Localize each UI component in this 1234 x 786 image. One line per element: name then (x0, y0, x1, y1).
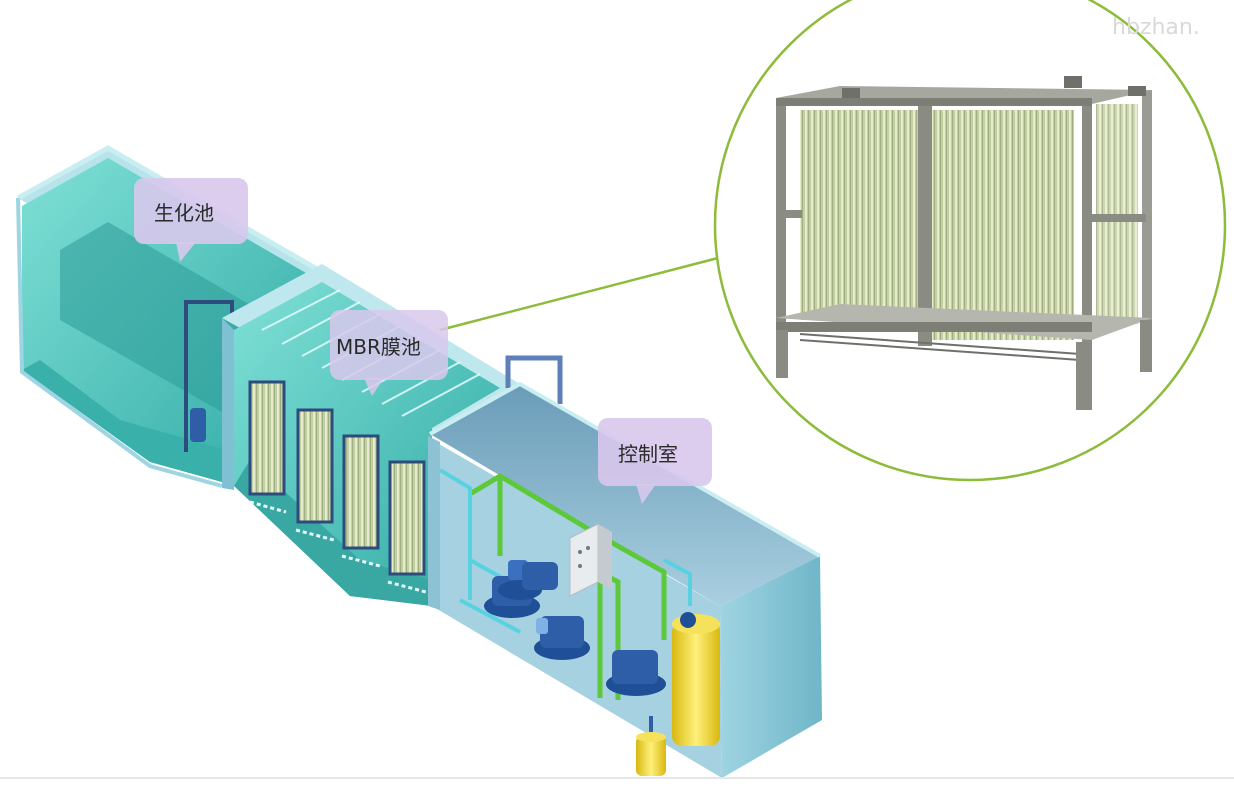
membrane-module-3 (341, 434, 381, 568)
pump-4 (606, 650, 666, 696)
membrane-rack-image (776, 76, 1152, 410)
control-room-rim (429, 381, 821, 558)
pump-3 (534, 616, 590, 660)
label-mbr-tank: MBR膜池 (336, 335, 421, 359)
pump-2 (498, 562, 558, 600)
label-control-room: 控制室 (618, 442, 678, 466)
bio-tank-riser-pipe (184, 300, 234, 452)
bio-tank-rim (16, 145, 324, 275)
label-bubble-mbr-tank: MBR膜池 (330, 310, 448, 396)
control-room (428, 381, 822, 778)
bio-tank-submersible-pump (190, 408, 206, 442)
chemical-dosing-tank (672, 612, 720, 746)
label-bubble-bio-tank: 生化池 (134, 178, 248, 262)
label-bio-tank: 生化池 (154, 201, 214, 225)
membrane-module-2 (295, 408, 335, 542)
membrane-detail-callout (713, 0, 1227, 482)
watermark: hbzhan. (1112, 15, 1200, 40)
small-dosing-tank (636, 716, 666, 776)
callout-connector-line (439, 256, 719, 332)
mbr-tank-sloped-bottom (234, 460, 432, 606)
control-room-back-wall (430, 384, 820, 606)
membrane-module-4 (387, 460, 427, 594)
bio-tank-left-edge (16, 197, 223, 488)
mbr-tank-left-wall (222, 318, 234, 490)
control-room-right-wall (720, 556, 822, 778)
mbr-outlet-pipe (505, 355, 563, 404)
membrane-module-1 (248, 380, 287, 514)
cyan-piping (438, 468, 692, 634)
control-room-left-wall (428, 436, 440, 610)
bio-tank-sloped-bottom (22, 360, 226, 482)
label-bubble-control-room: 控制室 (598, 418, 712, 504)
control-cabinet (569, 523, 612, 597)
